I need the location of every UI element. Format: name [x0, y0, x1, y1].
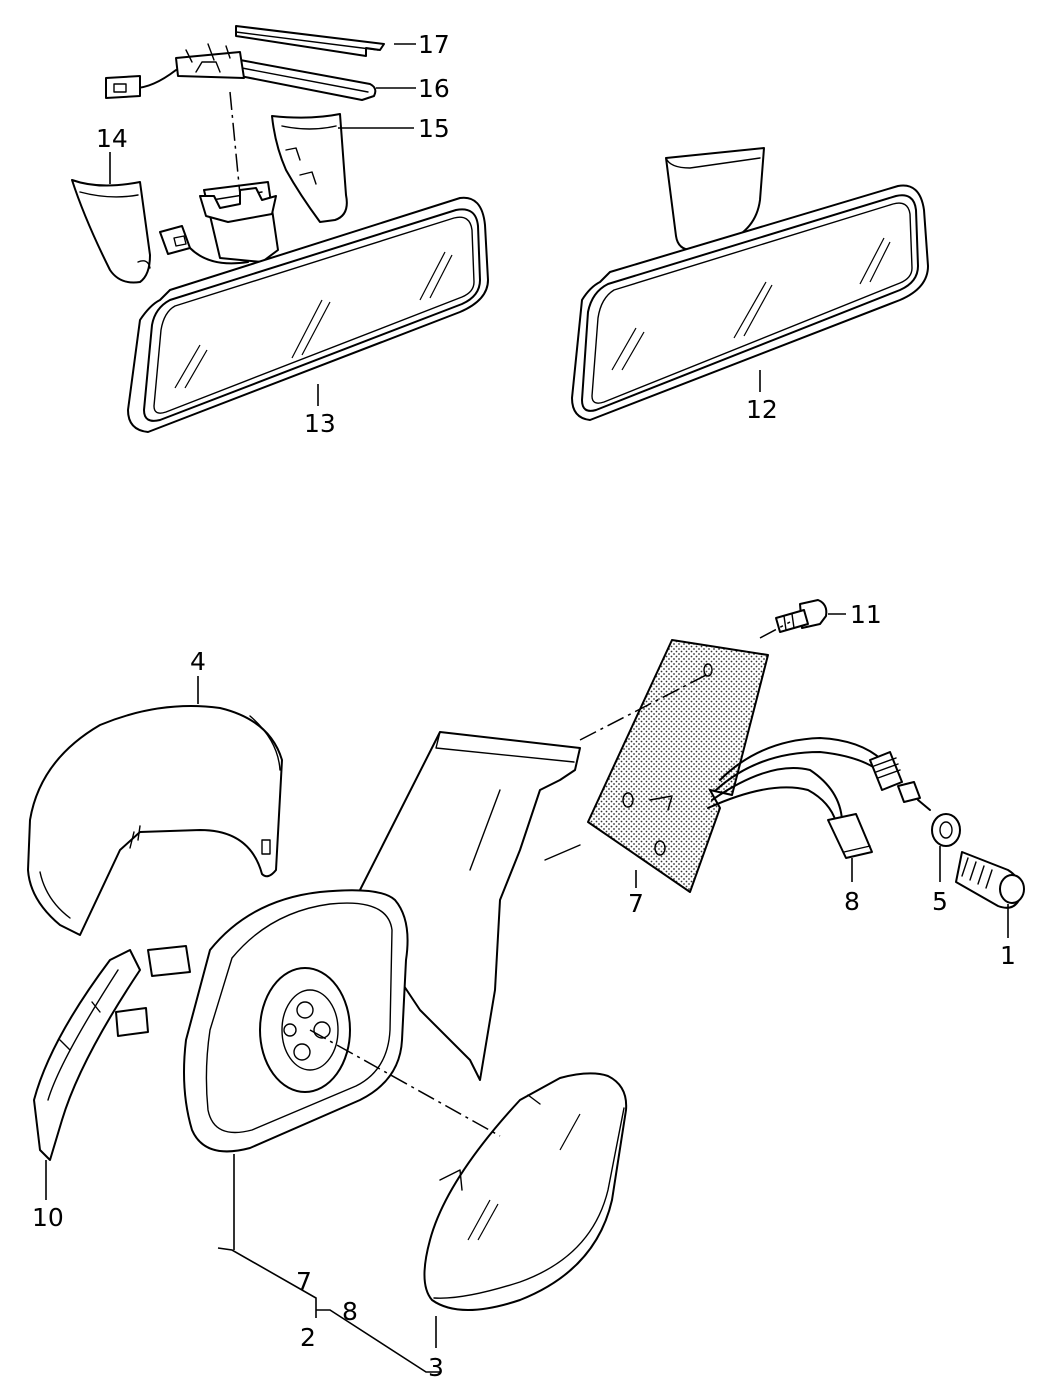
cover-strip-17 — [235, 25, 385, 57]
callout-4: 4 — [190, 647, 206, 676]
interior-mirror-13 — [127, 181, 489, 433]
assembly-axis-upper — [229, 91, 241, 196]
callout-7b: 7 — [296, 1267, 312, 1296]
callout-12: 12 — [746, 395, 778, 424]
gasket-7 — [587, 639, 769, 893]
callout-15: 15 — [418, 114, 450, 143]
callout-8a: 8 — [844, 887, 860, 916]
callout-7a: 7 — [628, 889, 644, 918]
callout-1: 1 — [1000, 941, 1016, 970]
leader-lines — [45, 43, 1009, 1373]
callout-16: 16 — [418, 74, 450, 103]
callout-11: 11 — [850, 600, 882, 629]
cover-14 — [71, 179, 151, 284]
connector-8 — [827, 813, 873, 859]
callout-2: 2 — [300, 1323, 316, 1352]
callout-14: 14 — [96, 124, 128, 153]
callout-3: 3 — [428, 1353, 444, 1382]
callout-10: 10 — [32, 1203, 64, 1232]
mirror-glass-3 — [423, 1072, 628, 1311]
wiring-harness — [707, 737, 931, 823]
interior-mirror-12 — [571, 147, 929, 421]
connector-14b — [159, 225, 249, 265]
callout-5: 5 — [932, 887, 948, 916]
assembly-axis-screw — [759, 621, 791, 639]
assembly-axis-gasket — [579, 671, 713, 741]
assembly-axis-glass — [309, 1029, 501, 1137]
callout-17: 17 — [418, 30, 450, 59]
grommet-5 — [931, 813, 961, 847]
bracket-16 — [105, 43, 377, 101]
callout-13: 13 — [304, 409, 336, 438]
turn-signal-10 — [33, 945, 191, 1161]
callout-8b: 8 — [342, 1297, 358, 1326]
cover-15 — [271, 113, 348, 223]
bulb-socket-1 — [955, 851, 1025, 909]
screw-11 — [775, 599, 828, 633]
mirror-housing — [183, 731, 581, 1153]
callout-labels: 17 16 15 14 13 12 11 4 7 8 5 1 10 7 8 2 … — [32, 30, 1016, 1382]
mirror-cap-4 — [27, 705, 283, 936]
